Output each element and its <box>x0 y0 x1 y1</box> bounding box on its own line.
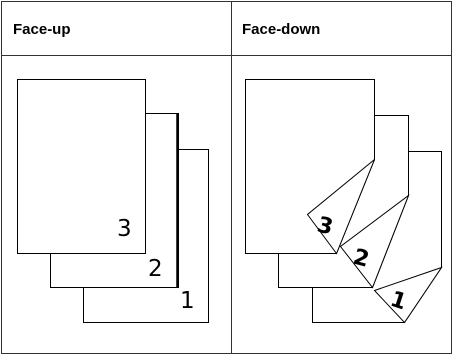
face-up-page-3: 3 <box>17 79 146 254</box>
face-down-page-3-number: 3 <box>315 213 336 241</box>
face-up-page-1-number: 1 <box>180 288 195 314</box>
face-up-page-3-number: 3 <box>117 216 132 242</box>
face-down-header: Face-down <box>242 21 320 38</box>
face-down-page-2-number: 2 <box>350 245 371 273</box>
face-down-page-1-number: 1 <box>387 287 409 316</box>
face-up-page-2-number: 2 <box>148 256 163 282</box>
face-up-header: Face-up <box>13 21 71 38</box>
face-up-stack: 1 2 3 <box>17 79 209 323</box>
face-down-stack: 1 2 3 <box>245 79 443 324</box>
face-down-page-3: 3 <box>245 79 375 255</box>
